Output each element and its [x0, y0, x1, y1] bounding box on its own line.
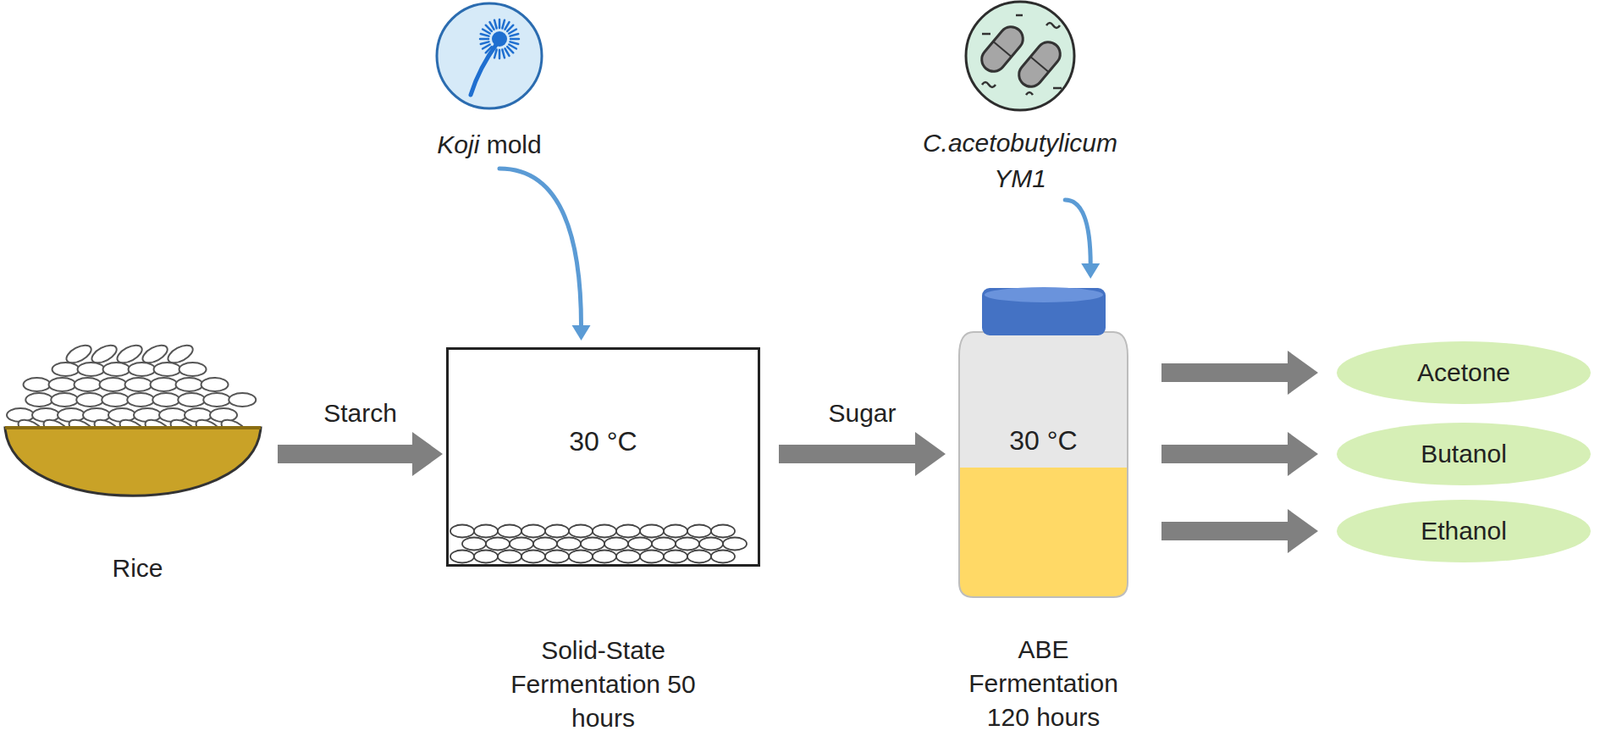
block-arrow — [277, 431, 443, 476]
icon-label: C.acetobutylicum YM1 — [914, 125, 1126, 197]
bottle — [948, 286, 1143, 612]
product-label: Acetone — [1417, 355, 1511, 390]
rice-bowl — [5, 427, 261, 496]
product-label: Butanol — [1420, 436, 1507, 471]
bacteria-icon-label: C.acetobutylicum YM1 — [901, 0, 1139, 197]
icon-label: Rice — [111, 551, 163, 585]
icon-label: Koji mold — [436, 127, 541, 162]
edge-label: Starch — [320, 397, 401, 429]
abe-bottle: 30 °CABE Fermentation 120 hours — [959, 285, 1128, 597]
step-caption: Solid-State Fermentation 50 hours — [510, 633, 697, 735]
bowl-rim — [5, 425, 261, 430]
block-arrow — [1161, 431, 1319, 476]
product-label: Ethanol — [1420, 513, 1507, 548]
solid-state-box: 30 °CSolid-State Fermentation 50 hours — [446, 347, 761, 567]
curved-arrow — [1064, 199, 1100, 279]
product-ellipse: Butanol — [1336, 422, 1591, 486]
block-arrow — [1161, 508, 1319, 553]
product-ellipse: Acetone — [1336, 341, 1591, 404]
rice-illustration: Rice — [0, 334, 276, 597]
block-arrow — [1161, 350, 1319, 395]
temperature-label: 30 °C — [1009, 423, 1077, 458]
temperature-label: 30 °C — [568, 424, 637, 458]
box-grains — [450, 524, 747, 563]
koji-mold-icon-label: Koji mold — [404, 0, 574, 166]
step-caption: ABE Fermentation 120 hours — [950, 632, 1137, 734]
curved-arrow — [499, 168, 591, 341]
product-ellipse: Ethanol — [1336, 499, 1591, 563]
bacteria-icon — [965, 1, 1075, 111]
edge-label: Sugar — [824, 397, 900, 429]
block-arrow — [778, 431, 946, 476]
koji-mold-icon — [436, 3, 542, 109]
